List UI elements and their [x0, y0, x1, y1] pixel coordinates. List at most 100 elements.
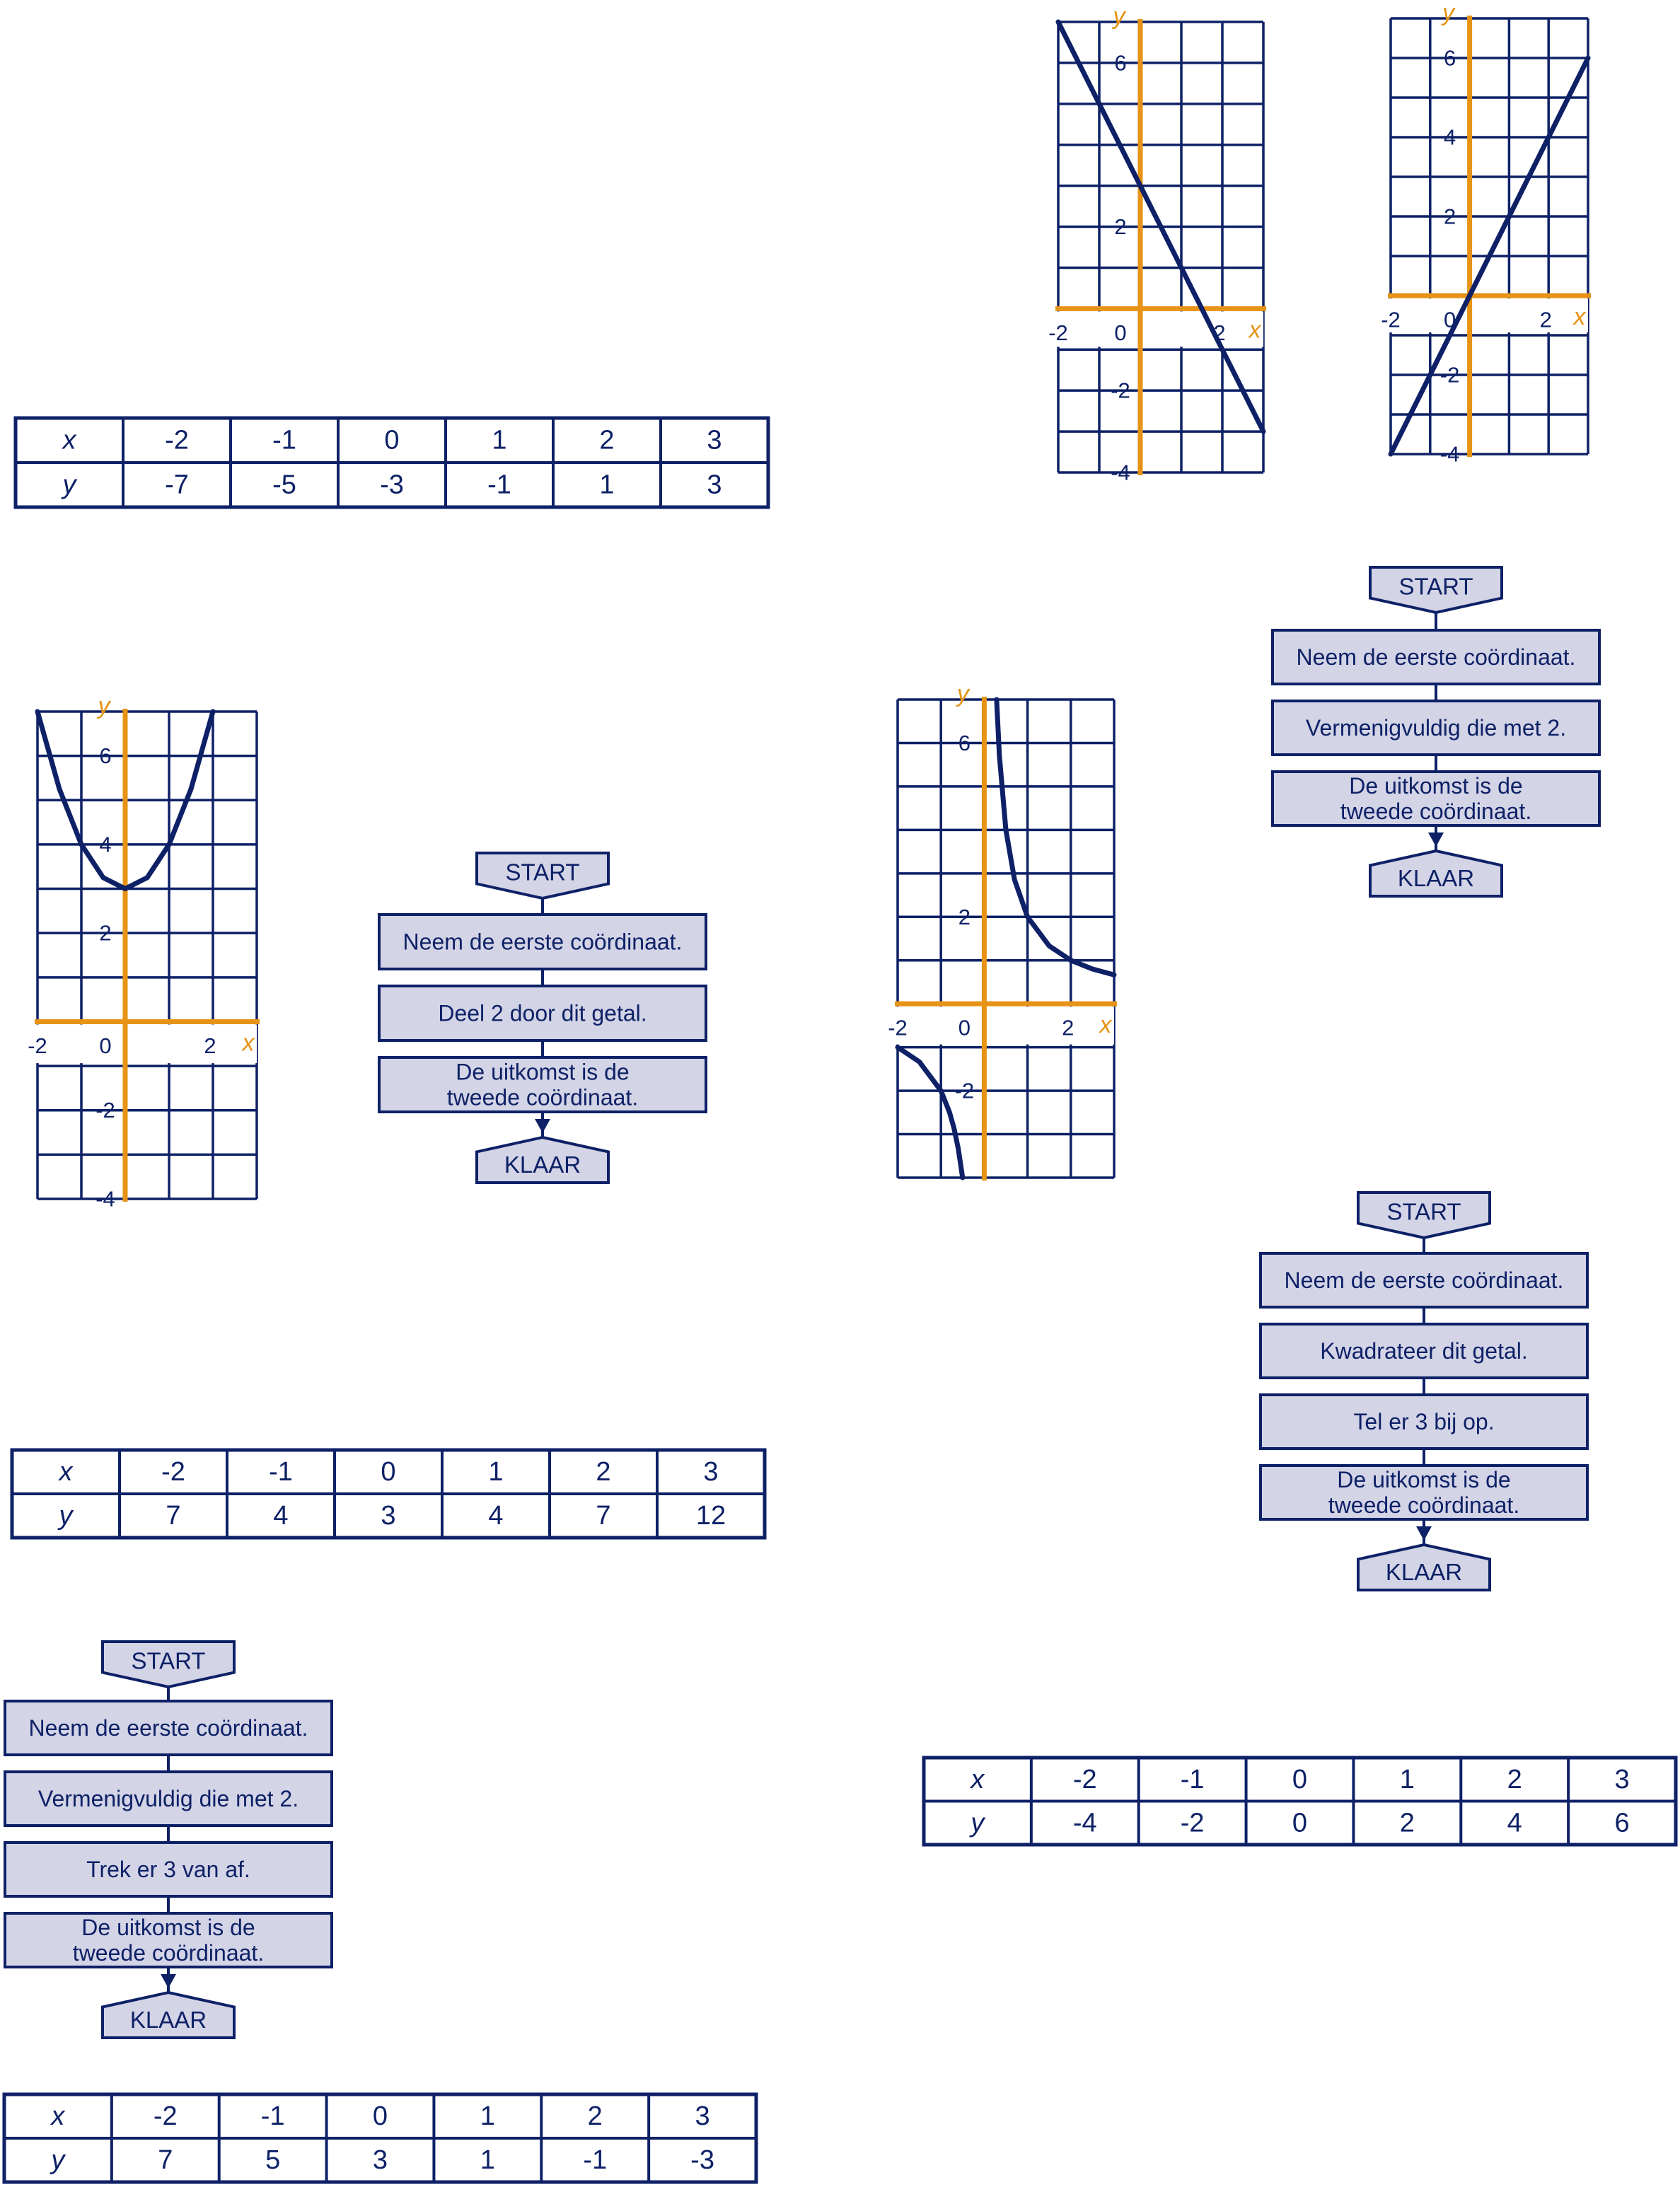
- y-axis-name: y: [956, 680, 971, 707]
- table-cell: 7: [158, 2145, 173, 2175]
- y-axis-name: y: [1441, 0, 1456, 26]
- process-step-text: tweede coördinaat.: [1328, 1492, 1519, 1518]
- graph-curve: [994, 697, 1117, 978]
- start-terminal: [101, 1640, 236, 1689]
- x-tick-label: -2: [1048, 320, 1068, 345]
- table-cell: -1: [269, 1457, 293, 1487]
- table-cell: 3: [373, 2145, 388, 2175]
- process-step-text: Neem de eerste coördinaat.: [1297, 644, 1576, 670]
- x-tick-label: -2: [28, 1033, 47, 1058]
- y-tick-label: 4: [99, 832, 111, 857]
- process-box: [1259, 1323, 1589, 1379]
- process-box: [1259, 1464, 1589, 1521]
- table-cell: -2: [165, 426, 189, 456]
- label-band: [1369, 298, 1588, 332]
- table-cell: 3: [695, 2101, 710, 2131]
- y-tick-label: 6: [1114, 50, 1126, 75]
- table-cell: 0: [1292, 1808, 1307, 1838]
- start-terminal: [1357, 1191, 1491, 1240]
- table-cell: 4: [1507, 1808, 1522, 1838]
- x-tick-label: 0: [1114, 320, 1126, 345]
- y-axis-name: y: [97, 692, 112, 719]
- x-tick-label: 2: [1062, 1016, 1074, 1040]
- table-cell: 0: [373, 2101, 388, 2131]
- start-terminal-label: START: [1386, 1198, 1461, 1224]
- y-tick-label: 6: [958, 731, 971, 755]
- table-cell: -4: [1073, 1808, 1097, 1838]
- table-cell: 3: [707, 470, 722, 500]
- table-cell: -7: [165, 470, 189, 500]
- process-box: [4, 1841, 333, 1898]
- table-cell: 1: [599, 470, 614, 500]
- y-tick-label: -2: [95, 1098, 115, 1122]
- process-box: [1271, 770, 1601, 827]
- y-axis-name: y: [1112, 3, 1127, 30]
- process-step-text: Kwadrateer dit getal.: [1320, 1338, 1528, 1364]
- table-cell: -5: [272, 470, 296, 500]
- y-tick-label: -4: [1440, 442, 1460, 467]
- table-cell: 0: [384, 426, 399, 456]
- x-tick-label: 2: [204, 1033, 216, 1058]
- table-cell: -2: [153, 2101, 178, 2131]
- x-tick-label: 0: [958, 1016, 971, 1040]
- y-tick-label: 2: [958, 905, 971, 929]
- process-box: [4, 1770, 333, 1827]
- x-tick-label: -2: [1381, 308, 1401, 332]
- table-cell: -1: [1181, 1765, 1205, 1794]
- label-band: [876, 1007, 1114, 1045]
- table-cell: 1: [492, 426, 506, 456]
- table-cell: -2: [161, 1457, 185, 1487]
- table-cell: 1: [1400, 1765, 1415, 1794]
- start-terminal: [1369, 566, 1503, 615]
- table-cell: 7: [596, 1501, 610, 1531]
- table-cell: -1: [272, 426, 296, 456]
- table-cell: 3: [707, 426, 722, 456]
- start-terminal-label: START: [1398, 573, 1473, 599]
- end-terminal: [1369, 849, 1503, 898]
- start-terminal-label: START: [505, 859, 579, 885]
- table-cell: 1: [480, 2101, 495, 2131]
- process-step-text: tweede coördinaat.: [1340, 799, 1531, 824]
- arrow-head: [161, 1974, 176, 1988]
- table-cell: 7: [166, 1501, 180, 1531]
- process-step-text: tweede coördinaat.: [447, 1085, 638, 1110]
- process-step-text: Deel 2 door dit getal.: [438, 1001, 647, 1026]
- table-cell: 1: [488, 1457, 503, 1487]
- table-cell: -3: [690, 2145, 714, 2175]
- process-box: [378, 1056, 707, 1113]
- end-terminal-label: KLAAR: [1386, 1559, 1462, 1585]
- table-cell: 2: [596, 1457, 610, 1487]
- process-box: [1271, 700, 1601, 756]
- y-tick-label: -2: [1440, 363, 1460, 388]
- x-axis-name: x: [1099, 1011, 1113, 1038]
- table-row-header: y: [49, 2145, 66, 2175]
- label-band: [16, 1024, 257, 1064]
- process-box: [378, 913, 707, 970]
- table-row-header: y: [57, 1501, 74, 1531]
- table-row-header: y: [61, 470, 78, 500]
- start-terminal: [475, 852, 610, 900]
- process-step-text: Trek er 3 van af.: [86, 1857, 250, 1882]
- graph-curve: [895, 1045, 966, 1180]
- process-step-text: De uitkomst is de: [1349, 773, 1522, 799]
- x-tick-label: 2: [1213, 320, 1225, 345]
- y-tick-label: 6: [1444, 46, 1456, 71]
- table-cell: 1: [480, 2145, 495, 2175]
- table-cell: 2: [588, 2101, 603, 2131]
- graph-curve: [35, 709, 216, 891]
- table-cell: 2: [599, 426, 614, 456]
- y-tick-label: -4: [95, 1187, 115, 1212]
- table-row-header: y: [968, 1808, 985, 1838]
- x-axis-name: x: [1572, 303, 1587, 330]
- process-box: [4, 1700, 333, 1756]
- arrow-head: [1428, 833, 1444, 847]
- y-tick-label: 4: [1444, 125, 1456, 150]
- table-cell: 0: [381, 1457, 395, 1487]
